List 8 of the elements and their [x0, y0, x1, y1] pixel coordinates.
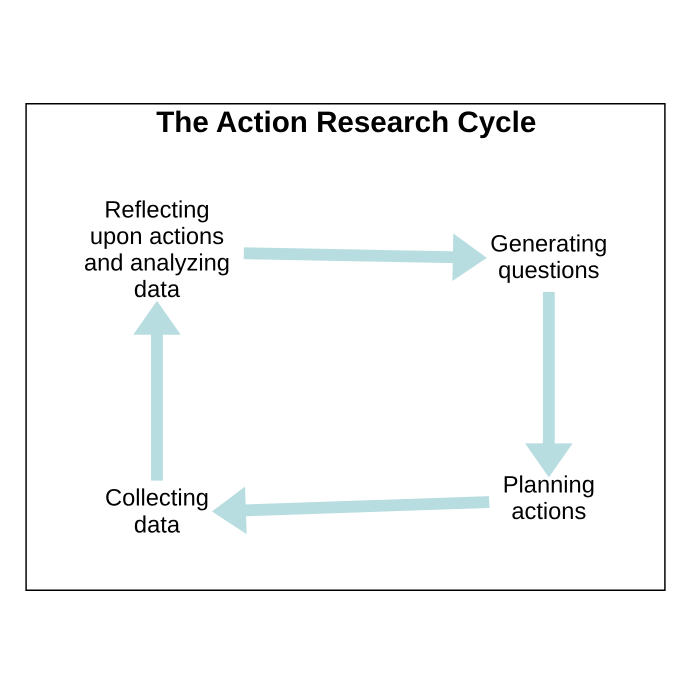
arrow [212, 486, 490, 534]
arrow [133, 300, 181, 481]
node-text: Reflecting upon actions and analyzing data [84, 197, 230, 304]
node-text: Planning actions [502, 472, 595, 525]
arrow [525, 292, 573, 478]
node-text: Collecting data [105, 486, 209, 538]
arrow [244, 233, 487, 281]
node-text: Generating questions [490, 231, 608, 284]
